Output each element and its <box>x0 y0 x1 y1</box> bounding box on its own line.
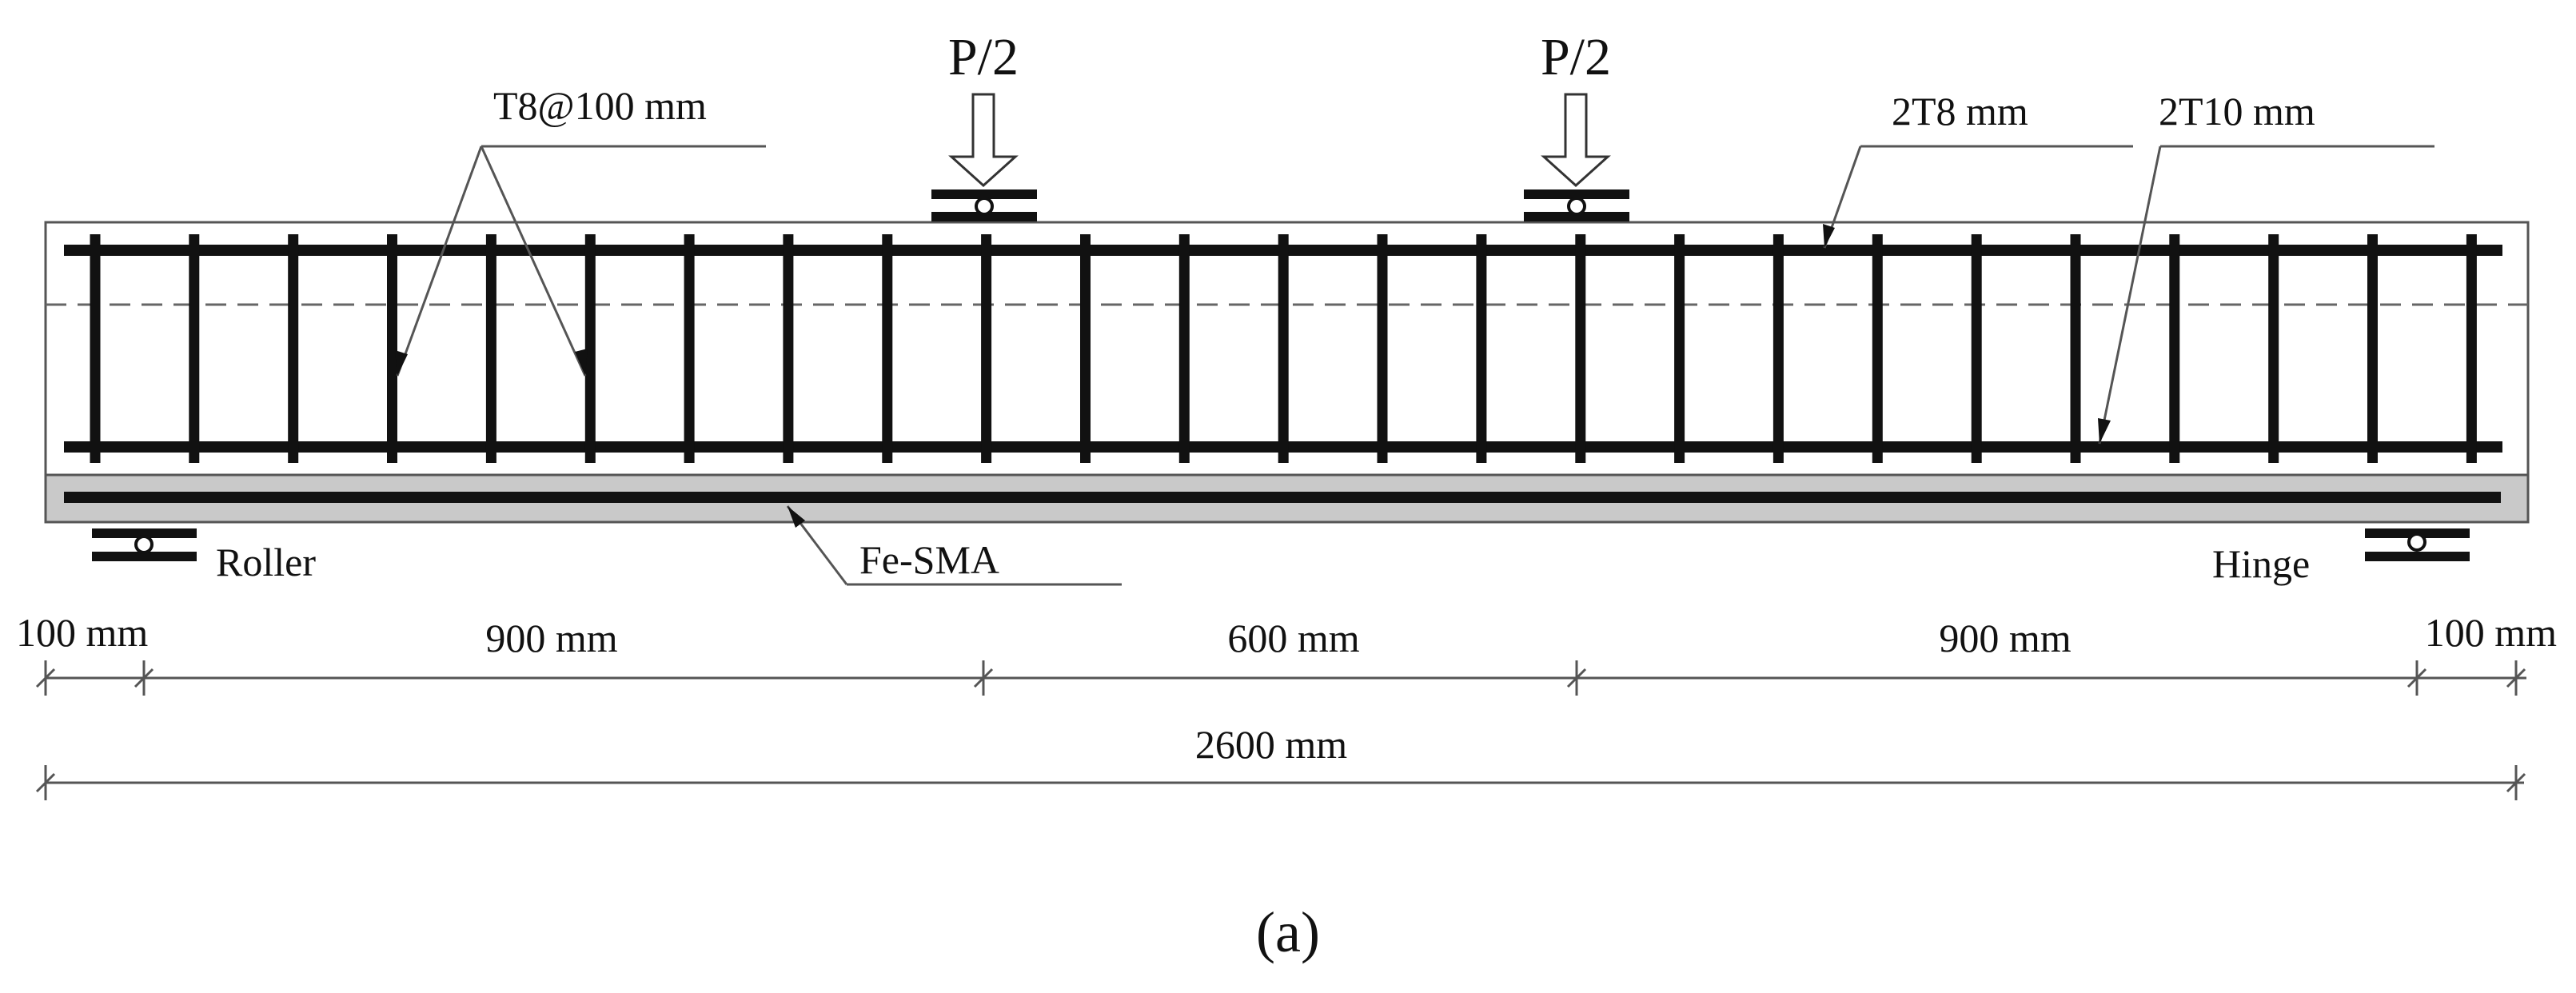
hinge-pin-icon <box>2407 532 2426 552</box>
segment-label-3: 600 mm <box>1227 616 1359 660</box>
segment-label-1: 100 mm <box>16 610 148 655</box>
total-tick-1-slash <box>35 772 56 793</box>
total-tick-2-slash <box>2506 772 2526 793</box>
segment-ticks <box>35 660 2526 696</box>
bottom-bars-leader <box>2098 146 2162 445</box>
right-load-plate-top <box>1524 189 1629 199</box>
segment-label-2: 900 mm <box>485 616 617 660</box>
stirrup-leader-1 <box>396 146 483 377</box>
segment-label-4: 900 mm <box>1939 616 2071 660</box>
top-bars-label: 2T8 mm <box>1892 89 2028 134</box>
right-load-pin-icon <box>1567 197 1586 216</box>
roller-plate-bottom <box>92 552 197 561</box>
segment-tick-3-slash <box>973 668 994 688</box>
right-load-point: P/2 <box>1524 28 1629 221</box>
roller-label: Roller <box>216 540 316 584</box>
stirrup-leader-arrow-1-icon <box>395 350 408 376</box>
top-bars-callout: 2T8 mm <box>1823 89 2133 249</box>
segment-label-5: 100 mm <box>2425 610 2557 655</box>
stirrup-leader-2 <box>480 146 587 377</box>
left-load-pin-icon <box>975 197 994 216</box>
right-load-label: P/2 <box>1541 28 1611 86</box>
hinge-label: Hinge <box>2212 541 2310 586</box>
left-load-plate-top <box>931 189 1037 199</box>
left-load-label: P/2 <box>948 28 1019 86</box>
figure-caption: (a) <box>1256 900 1320 964</box>
left-load-arrow-icon <box>948 93 1019 188</box>
hinge-support: Hinge <box>2212 528 2470 586</box>
right-load-arrow-icon <box>1541 93 1611 188</box>
segment-tick-2-slash <box>134 668 154 688</box>
stirrup-leader-arrow-2-icon <box>575 349 588 376</box>
roller-support: Roller <box>92 528 316 584</box>
roller-plate-top <box>92 528 197 538</box>
right-load-plate-bottom <box>1524 212 1629 221</box>
total-dimension: 2600 mm <box>35 722 2526 800</box>
segment-tick-1-slash <box>35 668 56 688</box>
total-ticks <box>35 765 2526 800</box>
hinge-plate-bottom <box>2365 552 2470 561</box>
stirrups-group <box>90 234 2477 463</box>
stirrup-label: T8@100 mm <box>493 83 707 128</box>
sma-label: Fe-SMA <box>859 537 999 582</box>
top-bars-leader-arrow-icon <box>1823 224 1835 248</box>
bottom-bars-label: 2T10 mm <box>2159 89 2315 134</box>
segment-tick-5-slash <box>2407 668 2427 688</box>
bottom-bars-leader-arrow-icon <box>2098 418 2111 444</box>
segment-tick-4-slash <box>1566 668 1587 688</box>
bottom-bars-callout: 2T10 mm <box>2098 89 2434 445</box>
left-load-plate-bottom <box>931 212 1037 221</box>
sma-leader-arrow-icon <box>788 506 805 528</box>
left-load-point: P/2 <box>931 28 1037 221</box>
segment-dimensions: 100 mm 900 mm 600 mm 900 mm 100 mm <box>16 610 2557 696</box>
stirrup-callout: T8@100 mm <box>395 83 766 377</box>
segment-tick-6-slash <box>2506 668 2526 688</box>
sma-callout: Fe-SMA <box>786 505 1122 586</box>
total-label: 2600 mm <box>1195 722 1347 767</box>
roller-pin-icon <box>134 535 154 554</box>
